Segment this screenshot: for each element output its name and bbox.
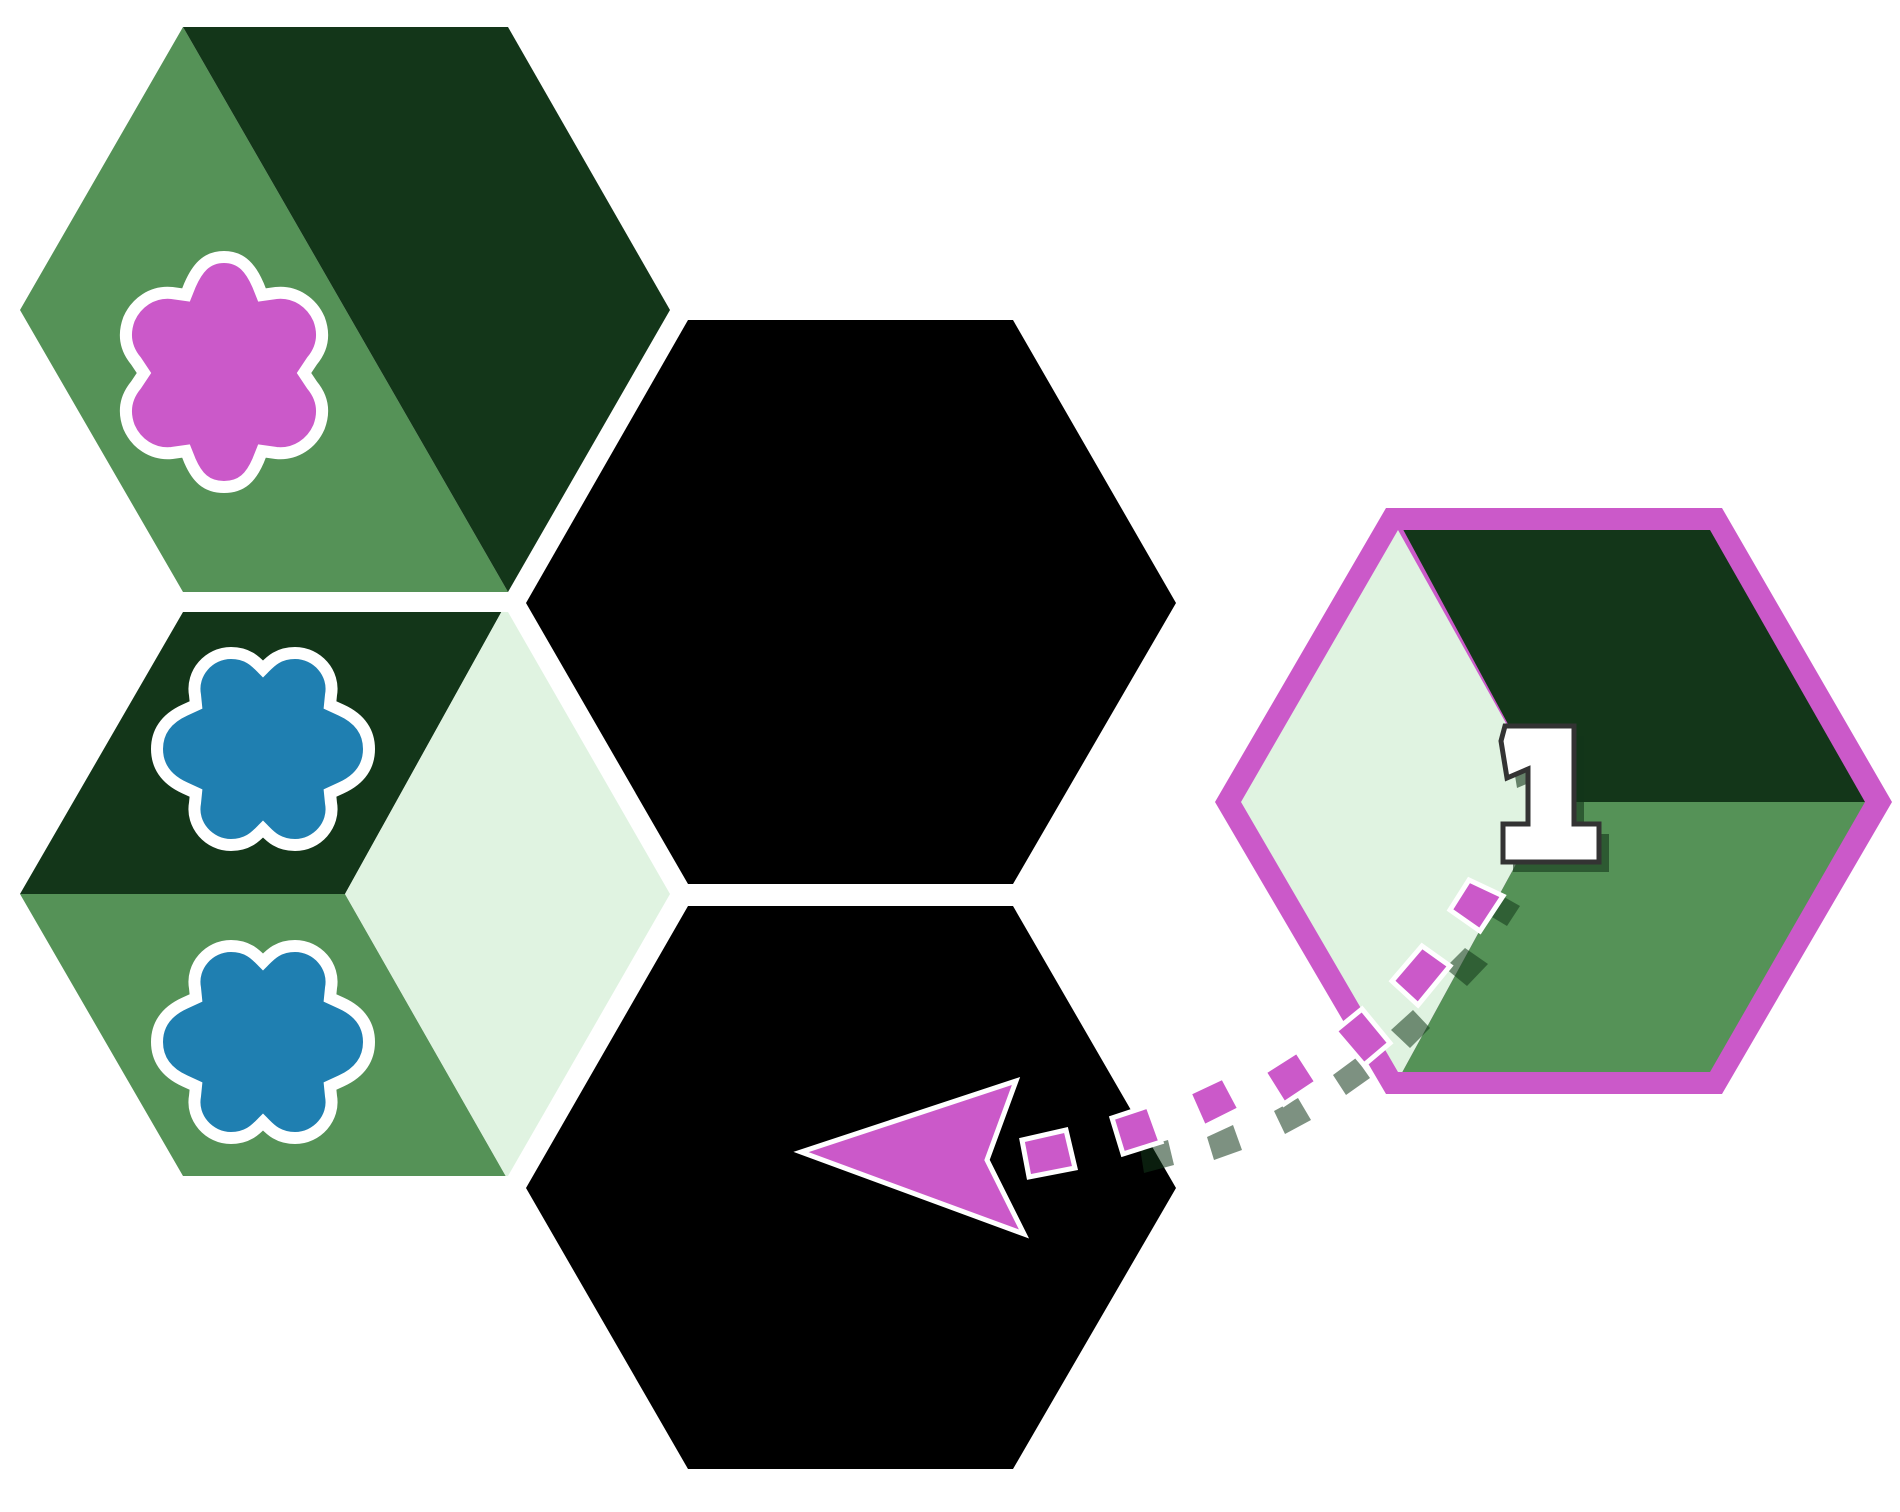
arrow-dash	[1331, 1005, 1394, 1069]
arrow-dash	[1388, 942, 1454, 1009]
tile-center-top[interactable]	[526, 320, 1176, 884]
flower-token-blue[interactable]	[150, 646, 376, 852]
arrow-dash	[1185, 1073, 1244, 1131]
move-arrow	[793, 876, 1507, 1239]
arrow-dash	[1446, 876, 1507, 935]
arrow-head	[793, 1077, 1030, 1239]
arrow-dash	[1108, 1102, 1165, 1158]
tile-segment-dark-green	[183, 27, 670, 592]
flower-token-magenta[interactable]	[119, 250, 329, 494]
tile-top-left[interactable]	[20, 0, 700, 600]
arrow-dash	[1260, 1047, 1321, 1108]
step-number-outline	[1498, 723, 1602, 865]
arrow-dash	[1019, 1127, 1079, 1180]
flower-token-blue[interactable]	[150, 939, 376, 1145]
tile-center-bottom[interactable]	[526, 906, 1176, 1469]
step-number-badge: 1	[1498, 723, 1609, 872]
